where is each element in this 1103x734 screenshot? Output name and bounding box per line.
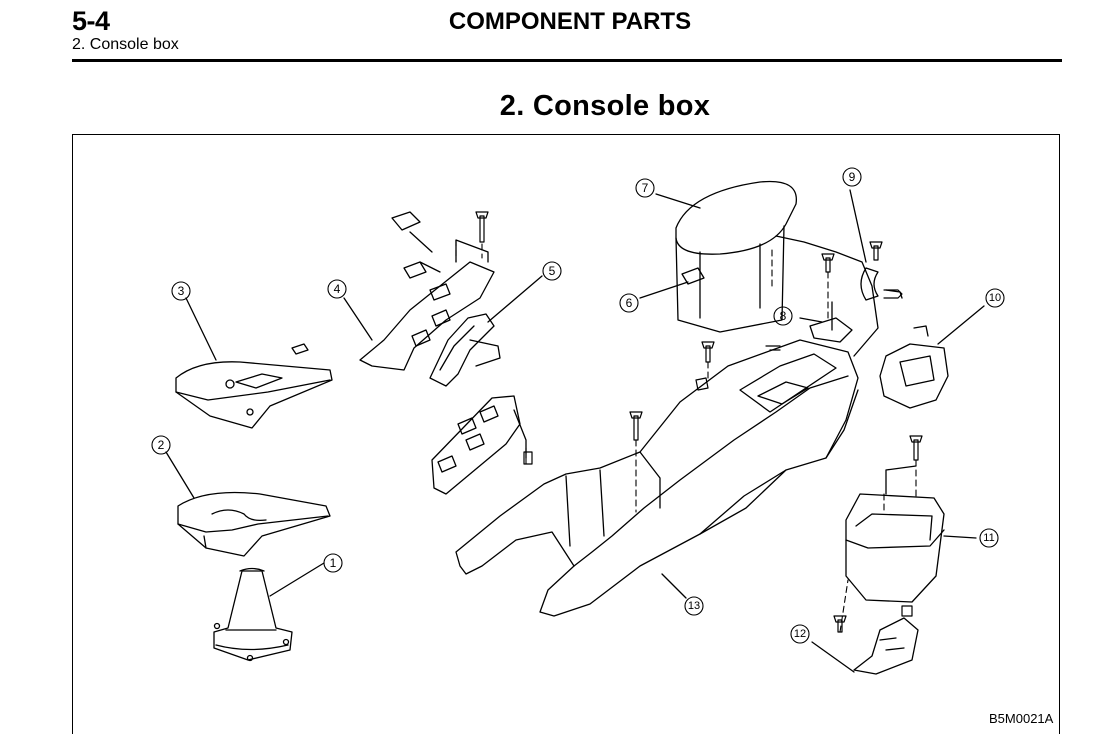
callout-labels: 1 2 3 4 5 6 7 8 9 10 11 12 13 [158,170,1001,640]
callout-5-circle [542,261,562,281]
armrest-lid-part [639,180,879,357]
callout-4-circle [327,279,347,299]
console-body-part [455,339,859,617]
callout-10: 10 [989,292,1001,304]
callout-4: 4 [334,282,341,296]
page-number: 5-4 [72,6,110,36]
hinge-bracket-part [799,301,853,343]
callout-1: 1 [330,556,337,570]
trim-part [429,275,543,387]
lower-bracket-part [811,617,919,675]
callout-2-circle [151,435,171,455]
callout-7: 7 [642,181,649,195]
callout-13-circle [684,596,704,616]
callout-5: 5 [549,264,556,278]
callout-6-circle [619,293,639,313]
callout-9-circle [842,167,862,187]
clip-part [849,189,903,301]
chapter-title: COMPONENT PARTS [448,8,692,35]
callout-12-circle [790,624,810,644]
callout-12: 12 [794,628,806,640]
screws [475,211,923,633]
callout-3-circle [171,281,191,301]
switch-bracket-part [343,211,495,371]
section-title: 2. Console box [499,90,711,122]
header-rule [72,59,1062,62]
callout-3: 3 [178,284,185,298]
figure-code: B5M0021A [989,711,1054,726]
cover-part [165,451,331,557]
callout-13: 13 [688,600,700,612]
section-reference: 2. Console box [72,36,179,53]
callout-markers [151,167,1005,644]
figure-frame [72,134,1060,734]
tray-part [845,465,977,603]
callout-11: 11 [983,532,994,544]
pocket-part [879,305,985,409]
callout-1-circle [323,553,343,573]
callout-8-circle [773,306,793,326]
callout-2: 2 [158,438,165,452]
callout-7-circle [635,178,655,198]
callout-10-circle [985,288,1005,308]
shift-boot-part [213,562,325,662]
switch-holder-part [431,395,527,495]
callout-9: 9 [849,170,856,184]
callout-11-circle [979,528,999,548]
callout-8: 8 [780,309,787,323]
callout-6: 6 [626,296,633,310]
panel-part [175,297,333,429]
assembly-lines [455,239,917,633]
